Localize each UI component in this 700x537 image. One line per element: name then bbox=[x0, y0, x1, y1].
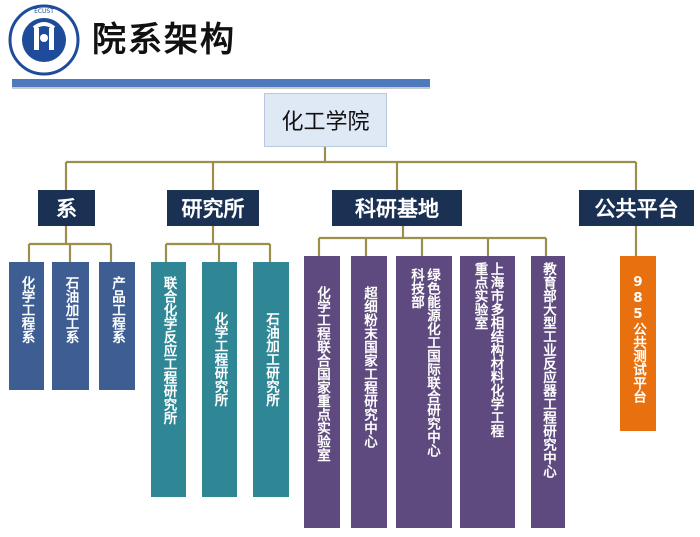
page-title: 院系架构 bbox=[92, 20, 236, 60]
category-public-platform: 公共平台 bbox=[579, 190, 694, 226]
institute-joint-reaction-engineering: 联合化学反应工程研究所 bbox=[151, 262, 186, 497]
base-moe-reactor-center: 教育部大型工业反应器工程研究中心 bbox=[531, 256, 565, 528]
institute-chemical-engineering: 化学工程研究所 bbox=[202, 262, 237, 497]
category-institutes: 研究所 bbox=[167, 190, 259, 226]
base-ultrafine-powder-center: 超细粉末国家工程研究中心 bbox=[351, 256, 387, 528]
dept-product-engineering: 产品工程系 bbox=[99, 262, 135, 390]
platform-985-testing: 985公共测试平台 bbox=[620, 256, 656, 431]
university-logo: ECUST bbox=[8, 4, 80, 76]
header-bar-shadow bbox=[12, 87, 430, 89]
root-node: 化工学院 bbox=[264, 93, 387, 147]
svg-text:ECUST: ECUST bbox=[34, 8, 54, 15]
base-shanghai-multiphase-lab: 上海市多相结构材料化学工程 重点实验室 bbox=[460, 256, 515, 528]
dept-chemical-engineering: 化学工程系 bbox=[9, 262, 44, 390]
dept-petroleum-processing: 石油加工系 bbox=[52, 262, 89, 390]
category-research-bases: 科研基地 bbox=[332, 190, 462, 226]
base-state-key-lab: 化学工程联合国家重点实验室 bbox=[304, 256, 340, 528]
category-departments: 系 bbox=[38, 190, 95, 226]
base-green-energy-center: 绿色能源化工国际联合研究中心 科技部 bbox=[396, 256, 452, 528]
header-bar bbox=[12, 79, 430, 87]
institute-petroleum-processing: 石油加工研究所 bbox=[253, 262, 289, 497]
